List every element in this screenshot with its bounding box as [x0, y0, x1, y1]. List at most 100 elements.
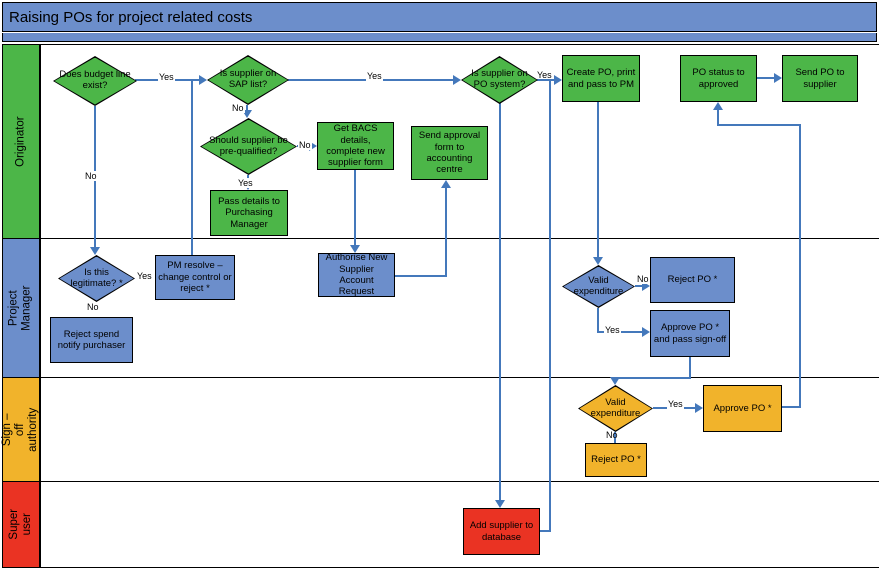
- lane-boundary: [2, 238, 879, 239]
- process-add-supplier-to-database: Add supplier to database: [463, 508, 540, 555]
- node-label: PO status to approved: [692, 67, 745, 90]
- lane-originator: Originator: [2, 44, 40, 239]
- edge-label-no: No: [298, 140, 312, 150]
- arrowhead: [610, 377, 620, 385]
- lane-label-separator: [40, 44, 41, 568]
- arrowhead: [642, 281, 650, 291]
- connector-segment: [549, 80, 551, 531]
- node-label: Is supplier on PO system?: [471, 68, 528, 90]
- decision-is-supplier-on-sap-list: Is supplier on SAP list?: [207, 55, 289, 105]
- process-pass-details-to-purchasing-manager: Pass details to Purchasing Manager: [210, 190, 288, 236]
- node-label: Reject spend notify purchaser: [57, 328, 126, 351]
- process-approve-po-sign-off: Approve PO *: [703, 385, 782, 432]
- arrowhead: [309, 141, 317, 151]
- lane-boundary: [2, 377, 879, 378]
- node-label: Get BACS details, complete new supplier …: [326, 123, 385, 169]
- node-label: Add supplier to database: [469, 520, 534, 543]
- process-create-po: Create PO, print and pass to PM: [562, 55, 640, 102]
- connector-segment: [597, 102, 599, 259]
- node-label: Create PO, print and pass to PM: [566, 67, 636, 90]
- node-label: Pass details to Purchasing Manager: [218, 195, 280, 230]
- arrowhead: [90, 247, 100, 255]
- diagram-title: Raising POs for project related costs: [9, 8, 253, 26]
- arrowhead: [713, 102, 723, 110]
- decision-valid-expenditure-sign-off: Valid expenditure: [578, 385, 653, 432]
- lane-project-manager: Project Manager: [2, 238, 40, 378]
- process-send-approval-form: Send approval form to accounting centre: [411, 126, 488, 180]
- title-sub-strip: [2, 33, 877, 42]
- node-label: Send PO to supplier: [795, 67, 845, 90]
- arrowhead: [441, 180, 451, 188]
- lane-boundary: [2, 567, 879, 568]
- connector-segment: [191, 80, 193, 255]
- lane-super-user: Super user: [2, 481, 40, 568]
- node-label: Should supplier be pre-qualified?: [209, 134, 288, 157]
- arrowhead: [199, 75, 207, 85]
- lane-boundary: [2, 44, 879, 45]
- node-label: Does budget line exist?: [59, 69, 131, 91]
- node-label: Reject PO *: [591, 454, 641, 466]
- connector-segment: [354, 170, 356, 247]
- process-po-status-to-approved: PO status to approved: [680, 55, 757, 102]
- process-approve-po-and-pass-sign-off: Approve PO * and pass sign-off: [650, 310, 730, 357]
- edge-label-no: No: [231, 103, 245, 113]
- arrowhead: [593, 257, 603, 265]
- edge-label-yes: Yes: [158, 72, 175, 82]
- arrowhead: [642, 327, 650, 337]
- diagram-title-bar: Raising POs for project related costs: [2, 2, 877, 32]
- decision-should-supplier-be-prequalified: Should supplier be pre-qualified?: [200, 118, 297, 175]
- decision-is-this-legitimate: Is this legitimate? *: [58, 255, 135, 302]
- arrowhead: [554, 75, 562, 85]
- arrowhead: [453, 75, 461, 85]
- arrowhead: [774, 73, 782, 83]
- process-reject-po-sign-off: Reject PO *: [585, 443, 647, 477]
- connector-segment: [782, 406, 801, 408]
- process-authorise-new-supplier-account: Authorise New Supplier Account Request: [318, 252, 395, 298]
- node-label: Send approval form to accounting centre: [418, 130, 481, 176]
- lane-sign-off-authority: Sign – off authority: [1, 377, 40, 482]
- node-label: Valid expenditure: [573, 274, 624, 297]
- node-label: Approve PO *: [713, 402, 772, 414]
- arrowhead: [242, 110, 252, 118]
- connector-segment: [799, 124, 801, 407]
- edge-label-yes: Yes: [537, 70, 552, 80]
- decision-does-budget-line-exist: Does budget line exist?: [53, 56, 137, 106]
- connector-segment: [717, 110, 719, 125]
- connector-segment: [757, 77, 775, 79]
- connector-segment: [614, 432, 616, 443]
- connector-segment: [717, 124, 800, 126]
- edge-label-yes: Yes: [237, 178, 254, 188]
- node-label: Approve PO * and pass sign-off: [653, 322, 727, 345]
- lane-label: Project Manager: [7, 285, 33, 331]
- connector-segment: [537, 79, 556, 81]
- edge-label-no: No: [86, 302, 100, 312]
- node-label: Is supplier on SAP list?: [219, 68, 277, 90]
- process-pm-resolve: PM resolve – change control or reject *: [155, 255, 235, 300]
- process-reject-po-pm: Reject PO *: [650, 257, 735, 303]
- connector-segment: [499, 103, 501, 502]
- connector-segment: [614, 377, 691, 379]
- decision-is-supplier-on-po-system: Is supplier on PO system?: [461, 56, 538, 104]
- connector-segment: [395, 275, 447, 277]
- node-label: PM resolve – change control or reject *: [158, 260, 232, 295]
- node-label: Authorise New Supplier Account Request: [325, 252, 388, 298]
- node-label: Reject PO *: [667, 274, 718, 286]
- edge-label-no: No: [636, 274, 650, 284]
- edge-label-no: No: [84, 171, 98, 181]
- connector-segment: [689, 357, 691, 378]
- decision-valid-expenditure-pm: Valid expenditure: [562, 265, 635, 308]
- edge-label-yes: Yes: [366, 71, 383, 81]
- connector-segment: [445, 184, 447, 277]
- process-get-bacs-details: Get BACS details, complete new supplier …: [317, 122, 394, 170]
- lane-label: Sign – off authority: [1, 407, 40, 452]
- lane-boundary: [2, 481, 879, 482]
- lane-label: Super user: [7, 509, 33, 540]
- process-reject-spend-notify-purchaser: Reject spend notify purchaser: [50, 317, 133, 363]
- arrowhead: [350, 245, 360, 253]
- connector-segment: [246, 105, 248, 112]
- connector-segment: [540, 530, 551, 532]
- node-label: Valid expenditure: [590, 396, 641, 419]
- edge-label-no: No: [606, 430, 618, 440]
- edge-label-yes: Yes: [136, 271, 153, 281]
